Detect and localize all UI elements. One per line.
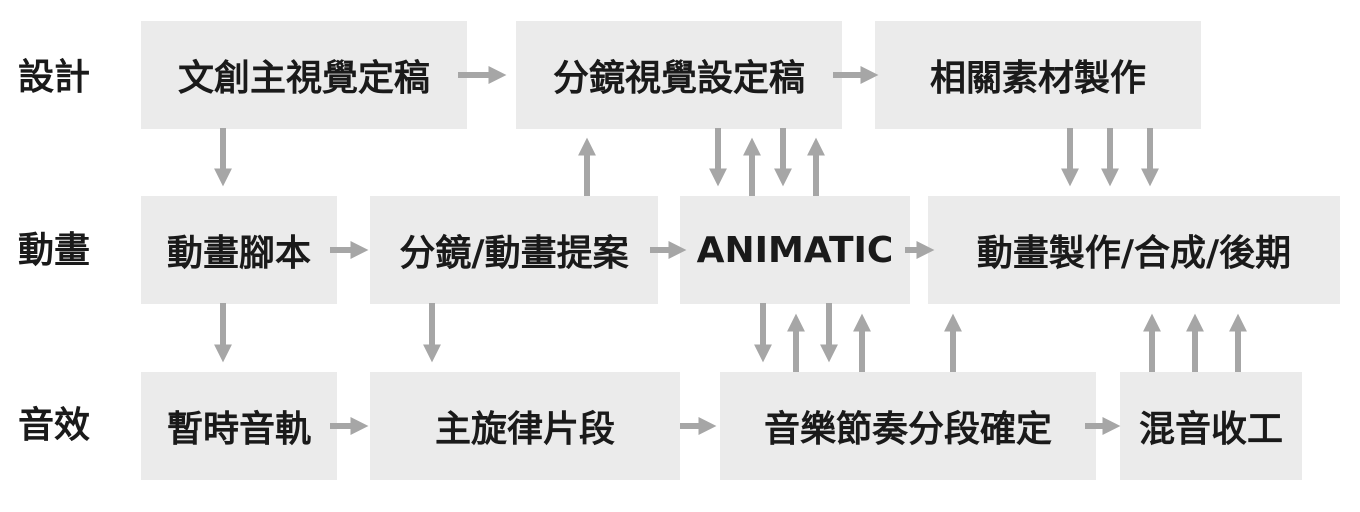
node-anim-production-label: 動畫製作/合成/後期 [976, 233, 1292, 274]
node-anim-production: 動畫製作/合成/後期 [928, 196, 1340, 304]
node-temp-track-label: 暫時音軌 [166, 409, 311, 450]
row-label-design: 設計 [18, 57, 91, 98]
row-label-sound: 音效 [18, 405, 91, 446]
node-materials-label: 相關素材製作 [929, 58, 1146, 99]
node-main-melody: 主旋律片段 [370, 372, 680, 480]
node-anim-script: 動畫腳本 [141, 196, 337, 304]
node-design-visual: 文創主視覺定稿 [141, 21, 467, 129]
node-main-melody-label: 主旋律片段 [434, 409, 615, 450]
node-storyboard-visual: 分鏡視覺設定稿 [516, 21, 842, 129]
node-mixing: 混音收工 [1120, 372, 1302, 480]
node-music-rhythm: 音樂節奏分段確定 [720, 372, 1096, 480]
node-animatic-label: ANIMATIC [696, 229, 894, 271]
node-mixing-label: 混音收工 [1138, 409, 1283, 450]
node-storyboard-visual-label: 分鏡視覺設定稿 [552, 58, 805, 99]
node-music-rhythm-label: 音樂節奏分段確定 [763, 409, 1052, 450]
node-storyboard-proposal-label: 分鏡/動畫提案 [399, 233, 629, 274]
node-storyboard-proposal: 分鏡/動畫提案 [370, 196, 658, 304]
node-animatic: ANIMATIC [680, 196, 910, 304]
node-anim-script-label: 動畫腳本 [166, 233, 311, 274]
node-temp-track: 暫時音軌 [141, 372, 337, 480]
node-design-visual-label: 文創主視覺定稿 [177, 58, 430, 99]
node-materials: 相關素材製作 [875, 21, 1201, 129]
row-label-animation: 動畫 [18, 230, 91, 271]
